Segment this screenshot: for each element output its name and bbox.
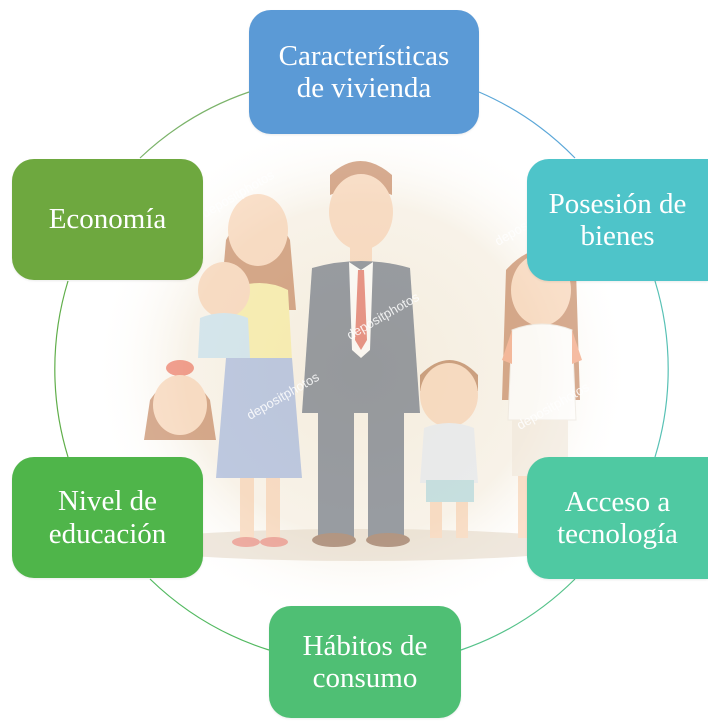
connector-habitos-educacion xyxy=(149,578,270,651)
node-habitos-consumo: Hábitos de consumo xyxy=(269,606,461,718)
node-label: Hábitos de consumo xyxy=(302,629,428,694)
node-label: Posesión de bienes xyxy=(548,187,687,252)
connector-tecnologia-habitos xyxy=(460,578,576,651)
node-economia: Economía xyxy=(12,159,203,280)
node-posesion-bienes: Posesión de bienes xyxy=(527,159,708,281)
node-label: Características de vivienda xyxy=(278,39,450,104)
boy-figure xyxy=(420,360,478,538)
node-label: Nivel de educación xyxy=(48,485,167,550)
connector-bienes-tecnologia xyxy=(654,280,669,458)
girl-left-figure xyxy=(144,360,216,440)
node-nivel-educacion: Nivel de educación xyxy=(12,457,203,578)
node-acceso-tecnologia: Acceso a tecnología xyxy=(527,457,708,579)
node-label: Economía xyxy=(48,203,167,236)
node-caracteristicas-vivienda: Características de vivienda xyxy=(249,10,479,134)
connector-vivienda-bienes xyxy=(478,91,576,159)
node-label: Acceso a tecnología xyxy=(557,485,678,550)
connector-educacion-economia xyxy=(54,280,69,458)
connector-economia-vivienda xyxy=(139,91,250,159)
father-figure xyxy=(302,161,420,547)
mother-figure xyxy=(198,194,302,547)
